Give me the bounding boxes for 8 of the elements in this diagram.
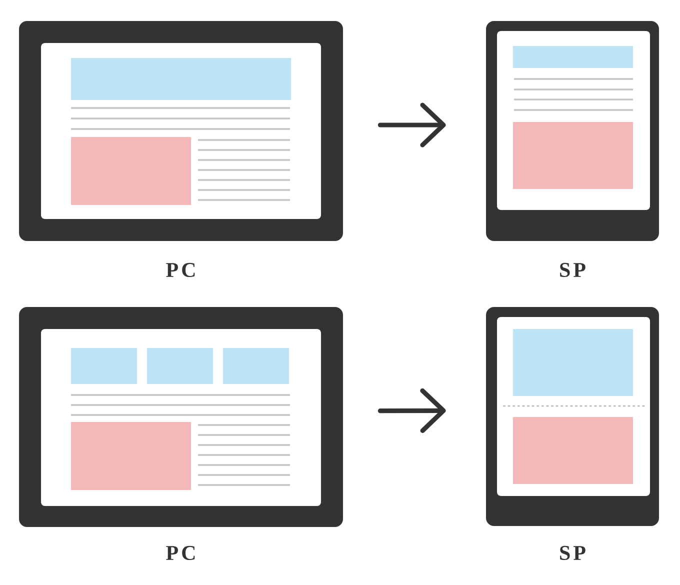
monitor bbox=[19, 306, 343, 527]
smartphone bbox=[486, 306, 659, 526]
device-label: PC bbox=[166, 546, 195, 560]
device-label: SP bbox=[560, 546, 586, 560]
smartphone bbox=[486, 21, 659, 241]
monitor bbox=[19, 21, 343, 241]
device-label: PC bbox=[166, 262, 195, 278]
device-label: SP bbox=[560, 262, 586, 278]
